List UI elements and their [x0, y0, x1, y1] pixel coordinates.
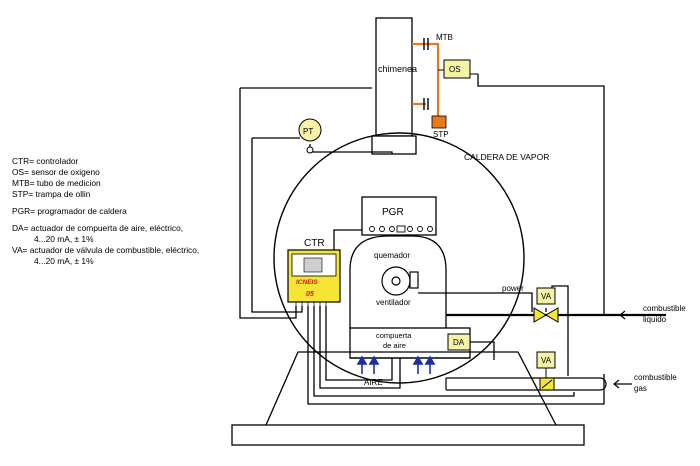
gas-fuel-label-1: combustible: [634, 373, 677, 382]
legend-mtb: MTB= tubo de medicion: [12, 178, 101, 188]
controller-model: 05: [306, 291, 314, 298]
boiler-title: CALDERA DE VAPOR: [464, 152, 549, 162]
pgr-buttons: [369, 225, 433, 233]
stp-label: STP: [433, 130, 449, 139]
mtb-pipe: [412, 42, 440, 122]
legend-da-range: 4...20 mA, ± 1%: [34, 234, 94, 244]
mtb-flanges: [423, 38, 429, 110]
chimney: [371, 17, 417, 155]
legend-stp: STP= trampa de ollin: [12, 189, 91, 199]
damper-label-2: de aire: [383, 341, 406, 350]
ctr-terminals: [295, 302, 327, 306]
os-sensor: [438, 59, 478, 79]
controller-brand: ICNEIS: [296, 279, 318, 286]
legend-va: VA= actuador de válvula de combustible, …: [12, 245, 200, 255]
damper-label-1: compuerta: [376, 331, 412, 340]
va-gas: [536, 351, 556, 378]
chimney-label: chimenea: [378, 64, 417, 74]
boiler-shell: [273, 132, 525, 384]
os-label: OS: [449, 65, 461, 74]
liquid-fuel-label-1: combustible: [643, 304, 686, 313]
gas-valve: [539, 377, 555, 391]
boiler-base: [231, 351, 585, 446]
liquid-fuel-label-2: liquido: [643, 315, 667, 324]
fan-label: ventilador: [376, 298, 411, 307]
air-arrows: [356, 355, 436, 374]
mtb-label: MTB: [436, 33, 453, 42]
power-label: power: [502, 284, 524, 293]
pt-label: PT: [303, 127, 313, 136]
va-gas-label: VA: [541, 356, 552, 365]
legend-da: DA= actuador de compuerta de aire, eléct…: [12, 223, 184, 233]
pgr-box: [361, 196, 437, 236]
air-label: AIRE: [364, 378, 383, 387]
liquid-valve: [533, 307, 559, 323]
legend-pgr: PGR= programador de caldera: [12, 206, 127, 216]
va-liquid: [536, 287, 556, 305]
gas-fuel-label-2: gas: [634, 384, 647, 393]
base-slab: [231, 424, 585, 446]
ctr-controller: [287, 249, 341, 306]
legend-os: OS= sensor de oxigeno: [12, 167, 100, 177]
legend: CTR= controlador OS= sensor de oxigeno M…: [12, 156, 262, 267]
legend-ctr: CTR= controlador: [12, 156, 79, 166]
da-label: DA: [453, 338, 465, 347]
ctr-label: CTR: [304, 238, 325, 249]
legend-va-range: 4...20 mA, ± 1%: [34, 256, 94, 266]
pgr-label: PGR: [382, 207, 404, 218]
stp-trap: [431, 115, 447, 129]
va-liquid-label: VA: [541, 292, 552, 301]
fuel-arrows: [613, 310, 636, 389]
fan: [381, 266, 419, 296]
base-support: [265, 351, 557, 426]
da-box: [447, 333, 471, 351]
pt-sensor: [298, 118, 322, 154]
gas-pipe: [445, 377, 607, 391]
burner-label: quemador: [374, 251, 410, 260]
